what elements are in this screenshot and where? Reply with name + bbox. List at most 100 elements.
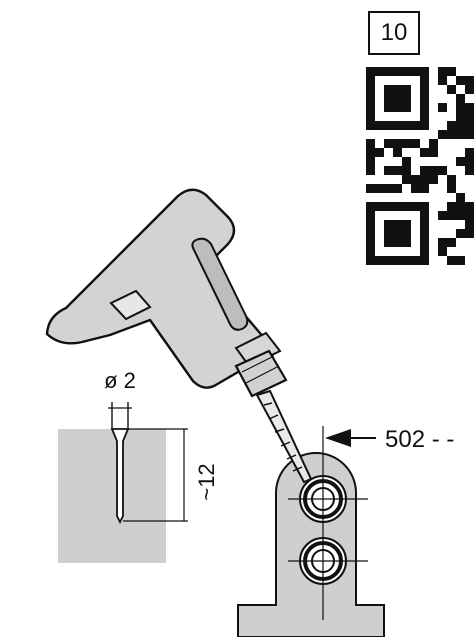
qr-data-module [438, 247, 447, 256]
power-drill-icon [45, 188, 313, 484]
qr-data-module [456, 94, 465, 103]
qr-finder-top-left-module [420, 85, 429, 94]
qr-data-module [402, 175, 411, 184]
part-number-label: 502 - - [385, 426, 454, 453]
qr-data-module [456, 112, 465, 121]
qr-data-module [465, 229, 474, 238]
qr-finder-bottom-left-module [366, 256, 375, 265]
qr-finder-bottom-left-module [384, 256, 393, 265]
drilled-hole [110, 428, 130, 525]
qr-data-module [456, 256, 465, 265]
qr-finder-bottom-left-module [402, 256, 411, 265]
qr-finder-bottom-left-module [402, 229, 411, 238]
qr-data-module [411, 184, 420, 193]
qr-data-module [438, 103, 447, 112]
qr-finder-top-left-module [420, 67, 429, 76]
qr-data-module [447, 85, 456, 94]
qr-data-module [447, 211, 456, 220]
qr-data-module [447, 121, 456, 130]
qr-data-module [447, 256, 456, 265]
qr-data-module [402, 166, 411, 175]
qr-finder-bottom-left-module [402, 202, 411, 211]
drill-bit-flutes [263, 402, 303, 472]
qr-data-module [465, 166, 474, 175]
qr-data-module [366, 139, 375, 148]
qr-finder-bottom-left-module [393, 238, 402, 247]
qr-finder-top-left-module [411, 67, 420, 76]
qr-finder-bottom-left-module [420, 247, 429, 256]
qr-finder-top-left-module [384, 103, 393, 112]
qr-data-module [393, 139, 402, 148]
qr-data-module [384, 184, 393, 193]
qr-data-module [438, 76, 447, 85]
qr-data-module [384, 139, 393, 148]
qr-finder-top-left-module [384, 121, 393, 130]
qr-finder-top-left-module [420, 121, 429, 130]
qr-data-module [456, 103, 465, 112]
qr-data-module [465, 157, 474, 166]
qr-data-module [456, 193, 465, 202]
qr-finder-bottom-left-module [384, 202, 393, 211]
qr-finder-bottom-left-module [366, 247, 375, 256]
qr-finder-bottom-left-module [366, 229, 375, 238]
qr-data-module [438, 238, 447, 247]
qr-data-module [456, 76, 465, 85]
qr-finder-bottom-left-module [366, 220, 375, 229]
qr-finder-top-left-module [393, 103, 402, 112]
drill-body [45, 188, 270, 389]
qr-finder-bottom-left-module [402, 220, 411, 229]
qr-data-module [456, 211, 465, 220]
qr-finder-top-left-module [366, 85, 375, 94]
qr-finder-bottom-left-module [384, 220, 393, 229]
part-pointer: 502 - - [325, 426, 454, 453]
qr-finder-top-left-module [420, 103, 429, 112]
qr-data-module [465, 211, 474, 220]
qr-data-module [375, 184, 384, 193]
qr-data-module [393, 148, 402, 157]
qr-data-module [447, 202, 456, 211]
qr-data-module [456, 229, 465, 238]
step-number: 10 [380, 19, 408, 46]
qr-finder-top-left-module [420, 94, 429, 103]
qr-data-module [375, 148, 384, 157]
qr-data-module [411, 175, 420, 184]
qr-code-icon[interactable] [366, 67, 476, 273]
wood-block-section [58, 429, 166, 563]
qr-data-module [438, 166, 447, 175]
qr-finder-bottom-left-module [384, 238, 393, 247]
qr-data-module [402, 139, 411, 148]
qr-data-module [366, 184, 375, 193]
qr-data-module [447, 67, 456, 76]
qr-finder-bottom-left-module [393, 229, 402, 238]
qr-data-module [438, 211, 447, 220]
qr-finder-top-left-module [393, 94, 402, 103]
diameter-label: ø 2 [104, 368, 136, 393]
qr-finder-top-left-module [402, 103, 411, 112]
qr-finder-top-left-module [420, 112, 429, 121]
qr-finder-top-left-module [384, 85, 393, 94]
qr-data-module [465, 76, 474, 85]
qr-data-module [366, 166, 375, 175]
qr-data-module [465, 130, 474, 139]
qr-finder-top-left-module [411, 121, 420, 130]
qr-data-module [420, 184, 429, 193]
qr-data-module [384, 166, 393, 175]
drill-trigger [109, 289, 152, 321]
qr-data-module [447, 175, 456, 184]
qr-finder-bottom-left-module [375, 202, 384, 211]
qr-finder-top-left-module [366, 67, 375, 76]
drill-chuck-line-1 [241, 355, 275, 373]
qr-code-pattern [366, 67, 474, 265]
qr-finder-bottom-left-module [366, 238, 375, 247]
qr-finder-bottom-left-module [420, 256, 429, 265]
qr-finder-top-left-module [375, 121, 384, 130]
qr-data-module [465, 112, 474, 121]
qr-data-module [429, 175, 438, 184]
qr-data-module [465, 202, 474, 211]
qr-finder-bottom-left-module [411, 256, 420, 265]
qr-data-module [438, 130, 447, 139]
qr-data-module [447, 130, 456, 139]
qr-data-module [402, 157, 411, 166]
